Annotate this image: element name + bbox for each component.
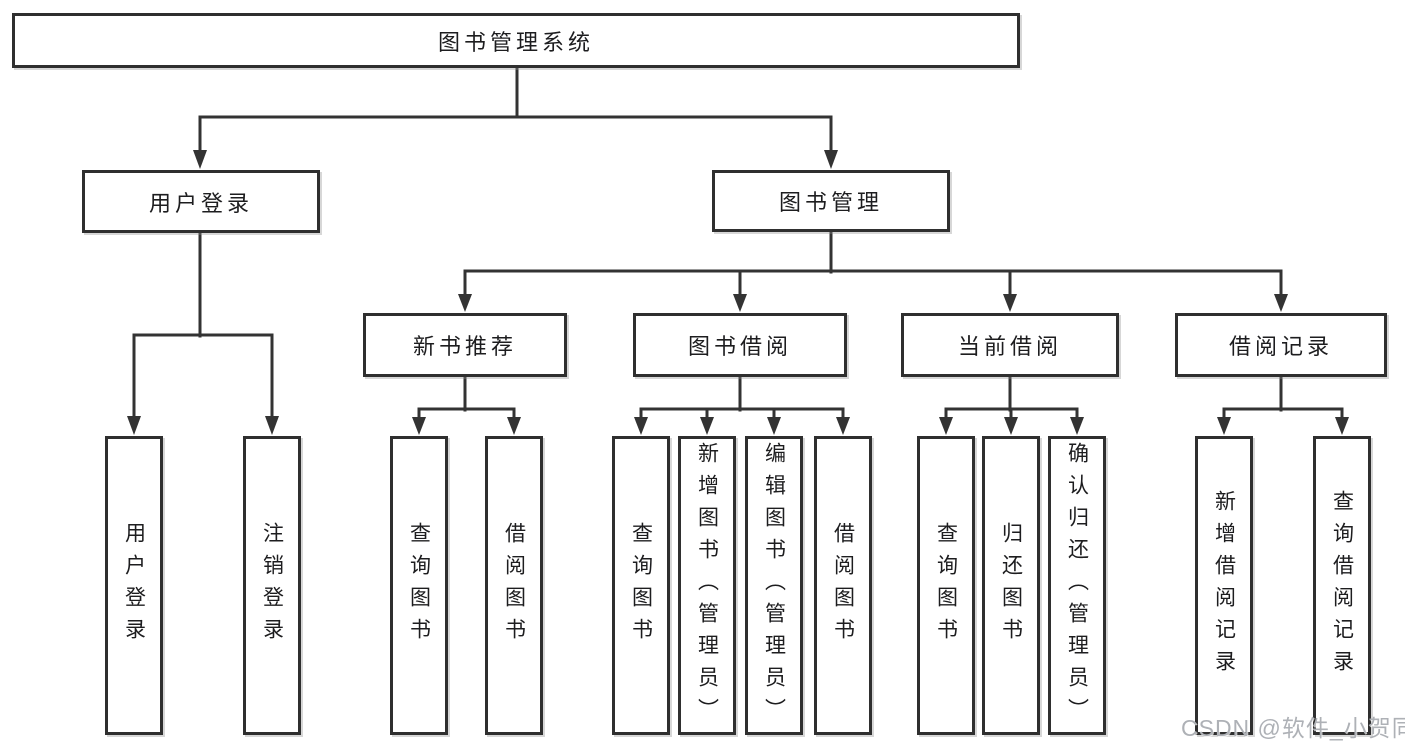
node-label: 图书管理系统 [437, 29, 594, 55]
leaf-confirm-return-admin: 确认归还（管理员） [1048, 436, 1106, 735]
node-book-management: 图书管理 [712, 170, 950, 232]
node-label: 查询借阅记录 [1330, 489, 1354, 682]
node-borrowing-records: 借阅记录 [1175, 313, 1387, 377]
leaf-edit-books-admin: 编辑图书（管理员） [745, 436, 803, 735]
node-label: 新增借阅记录 [1212, 489, 1236, 682]
node-label: 当前借阅 [957, 334, 1062, 359]
node-label: 确认归还（管理员） [1065, 441, 1089, 730]
leaf-query-borrow-record: 查询借阅记录 [1313, 436, 1371, 735]
node-label: 注销登录 [260, 521, 284, 650]
leaf-user-login: 用户登录 [105, 436, 163, 735]
leaf-return-books: 归还图书 [982, 436, 1040, 735]
node-label: 借阅记录 [1228, 334, 1333, 359]
leaf-query-books-recommend: 查询图书 [390, 436, 448, 735]
node-book-borrowing: 图书借阅 [633, 313, 847, 377]
leaf-borrow-books-recommend: 借阅图书 [485, 436, 543, 735]
node-user-login: 用户登录 [82, 170, 320, 233]
node-label: 查询图书 [629, 521, 653, 650]
node-label: 新增图书（管理员） [695, 441, 719, 730]
node-label: 新书推荐 [412, 334, 517, 359]
node-label: 查询图书 [407, 521, 431, 650]
node-current-borrowing: 当前借阅 [901, 313, 1119, 377]
node-label: 归还图书 [999, 521, 1023, 650]
leaf-add-books-admin: 新增图书（管理员） [678, 436, 736, 735]
leaf-query-books-current: 查询图书 [917, 436, 975, 735]
watermark: CSDN @软件_小贺同学 [1181, 715, 1405, 741]
node-label: 用户登录 [148, 190, 253, 216]
leaf-add-borrow-record: 新增借阅记录 [1195, 436, 1253, 735]
node-label: 借阅图书 [831, 521, 855, 650]
node-library-management-system: 图书管理系统 [12, 13, 1020, 68]
leaf-borrow-books-borrowing: 借阅图书 [814, 436, 872, 735]
node-label: 借阅图书 [502, 521, 526, 650]
node-label: 图书借阅 [687, 334, 792, 359]
node-label: 查询图书 [934, 521, 958, 650]
leaf-query-books-borrowing: 查询图书 [612, 436, 670, 735]
node-label: 用户登录 [122, 521, 146, 650]
leaf-logout: 注销登录 [243, 436, 301, 735]
node-label: 图书管理 [778, 190, 883, 215]
node-new-book-recommendation: 新书推荐 [363, 313, 567, 377]
node-label: 编辑图书（管理员） [762, 441, 786, 730]
